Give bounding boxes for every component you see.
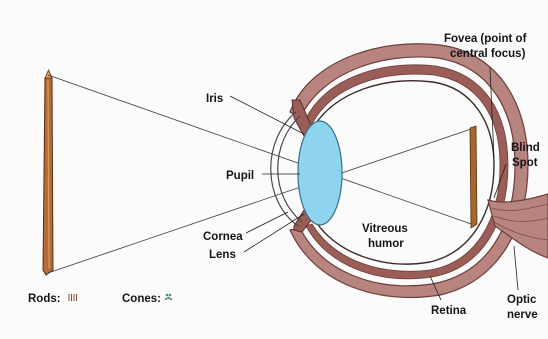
label-blind: Blind: [511, 142, 540, 154]
label-spot: Spot: [512, 157, 538, 169]
label-central-focus: central focus): [450, 48, 526, 60]
label-humor: humor: [368, 238, 404, 250]
light-rays: [48, 75, 474, 273]
label-iris: Iris: [206, 93, 223, 105]
label-cornea: Cornea: [203, 231, 243, 243]
label-lens: Lens: [209, 249, 236, 261]
label-fovea: Fovea (point of: [444, 33, 527, 45]
lens: [298, 121, 342, 225]
label-pupil: Pupil: [226, 170, 254, 182]
label-optic: Optic: [507, 294, 537, 306]
legend-rods-label: Rods:: [28, 293, 61, 305]
viewed-object: [43, 70, 53, 275]
cornea: [271, 112, 302, 226]
object-tip: [45, 70, 52, 78]
retina-image: [470, 126, 477, 228]
cones-icon: [165, 294, 172, 300]
label-nerve: nerve: [507, 309, 538, 321]
rods-icon: [69, 294, 77, 301]
legend-cones-label: Cones:: [122, 293, 161, 305]
label-vitreous: Vitreous: [362, 223, 408, 235]
legend: Rods: Cones:: [28, 293, 172, 305]
label-retina: Retina: [431, 305, 467, 317]
